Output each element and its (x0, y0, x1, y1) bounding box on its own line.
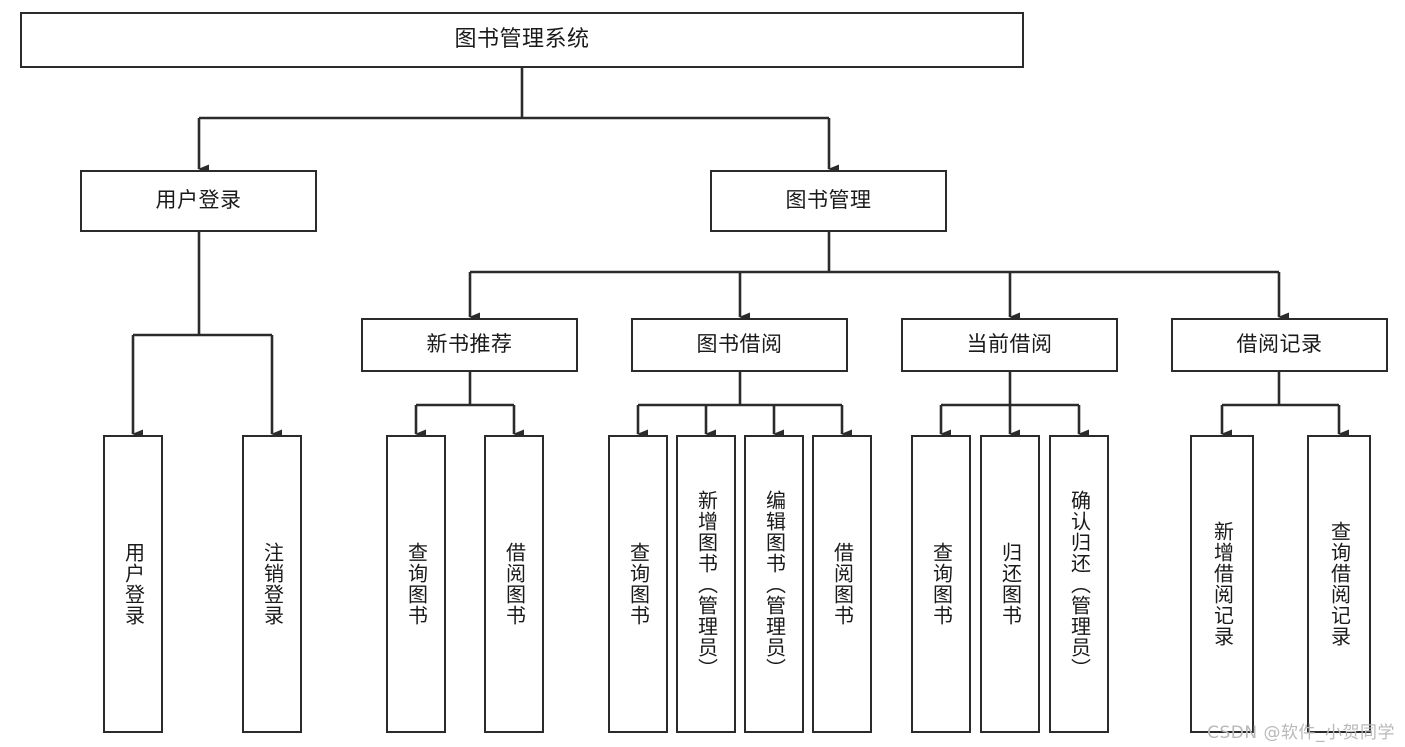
node-leaf-confirm-return-label: 确认归还（管理员） (1067, 489, 1092, 679)
node-new-book-rec-label: 新书推荐 (426, 332, 513, 357)
node-borrow-record-label: 借阅记录 (1236, 332, 1323, 357)
node-leaf-query-record[interactable]: 查询借阅记录 (1307, 435, 1371, 733)
node-leaf-logout[interactable]: 注销登录 (242, 435, 302, 733)
node-leaf-user-login[interactable]: 用户登录 (103, 435, 163, 733)
node-root[interactable]: 图书管理系统 (20, 12, 1024, 68)
node-new-book-rec[interactable]: 新书推荐 (361, 318, 578, 372)
node-leaf-add-book-label: 新增图书（管理员） (694, 489, 719, 679)
node-leaf-add-record-label: 新增借阅记录 (1210, 521, 1235, 647)
node-leaf-query-book-1-label: 查询图书 (404, 542, 429, 626)
node-leaf-query-record-label: 查询借阅记录 (1327, 521, 1352, 647)
node-leaf-borrow-book-2-label: 借阅图书 (830, 542, 855, 626)
node-leaf-borrow-book-1-label: 借阅图书 (502, 542, 527, 626)
node-leaf-borrow-book-1[interactable]: 借阅图书 (484, 435, 544, 733)
node-leaf-user-login-label: 用户登录 (121, 542, 146, 626)
node-root-label: 图书管理系统 (454, 26, 590, 52)
node-leaf-add-book[interactable]: 新增图书（管理员） (676, 435, 736, 733)
node-leaf-add-record[interactable]: 新增借阅记录 (1190, 435, 1254, 733)
node-book-borrow-label: 图书借阅 (696, 332, 783, 357)
node-leaf-edit-book-label: 编辑图书（管理员） (762, 489, 787, 679)
node-book-manage[interactable]: 图书管理 (710, 170, 947, 232)
node-borrow-record[interactable]: 借阅记录 (1171, 318, 1388, 372)
node-leaf-return-book[interactable]: 归还图书 (980, 435, 1040, 733)
node-leaf-return-book-label: 归还图书 (998, 542, 1023, 626)
node-leaf-query-book-2[interactable]: 查询图书 (608, 435, 668, 733)
node-leaf-logout-label: 注销登录 (260, 542, 285, 626)
node-leaf-query-book-1[interactable]: 查询图书 (386, 435, 446, 733)
node-leaf-confirm-return[interactable]: 确认归还（管理员） (1049, 435, 1109, 733)
node-user-login[interactable]: 用户登录 (80, 170, 317, 232)
node-leaf-query-book-3[interactable]: 查询图书 (911, 435, 971, 733)
watermark-text: CSDN @软件_小贺同学 (1207, 723, 1395, 743)
node-book-manage-label: 图书管理 (785, 188, 872, 213)
node-leaf-borrow-book-2[interactable]: 借阅图书 (812, 435, 872, 733)
node-current-borrow[interactable]: 当前借阅 (901, 318, 1118, 372)
node-user-login-label: 用户登录 (155, 188, 242, 213)
node-current-borrow-label: 当前借阅 (966, 332, 1053, 357)
node-book-borrow[interactable]: 图书借阅 (631, 318, 848, 372)
node-leaf-query-book-3-label: 查询图书 (929, 542, 954, 626)
node-leaf-query-book-2-label: 查询图书 (626, 542, 651, 626)
node-leaf-edit-book[interactable]: 编辑图书（管理员） (744, 435, 804, 733)
